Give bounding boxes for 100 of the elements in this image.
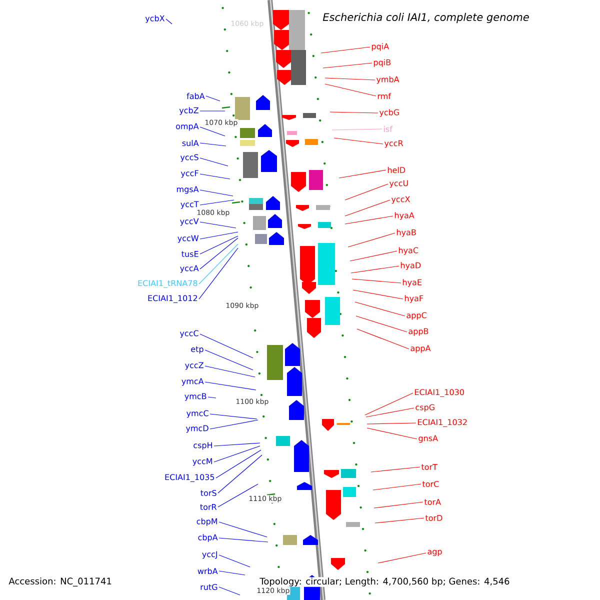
gene-label: hyaD [400,262,421,270]
leader-line [366,408,414,418]
leader-line [330,112,378,114]
gene-label: ompA [176,123,199,131]
gene-label: yccM [192,458,212,466]
leader-line [352,290,404,300]
leader-line [354,302,406,316]
gene-label: torC [422,480,439,488]
gene-label: cspG [416,404,434,412]
gene-label: yccA [180,265,199,273]
leader-line [200,232,238,240]
gene-label: ymcC [186,410,208,418]
leader-line [364,392,414,416]
leader-line [370,466,420,472]
gene-label: yccS [180,154,198,162]
gene-label: torR [200,504,217,510]
gene-label: mgsA [177,186,199,194]
gene-label: helD [388,166,406,174]
leader-line [218,586,240,596]
gene-label: yccZ [185,362,204,370]
gene-label: wrbA [198,568,218,574]
leader-line [218,538,268,542]
gene-label: rmf [378,92,392,100]
gene-label: hyaF [404,295,424,303]
gene-label: cbpM [196,518,218,526]
leader-line [218,570,246,576]
gene-label: ycbG [379,109,399,117]
gene-label: appA [410,345,431,353]
leader-line [208,396,216,398]
gene-label: gnsA [418,435,438,443]
gene-label: cspH [194,442,212,450]
gene-label: hyaB [396,229,416,237]
leader-line [374,502,424,508]
leader-line [204,382,256,390]
gene-label: yccW [178,235,199,243]
gene-label: isf [384,126,393,132]
leader-line [320,46,370,54]
leader-line [218,554,250,568]
title: Escherichia coli IAI1, complete genome [322,12,529,24]
gene-label: torS [200,490,216,496]
gene-label: torT [421,464,438,470]
gene-label: ECIAI1_1032 [418,419,467,427]
leader-line [218,484,258,508]
leader-line [200,236,238,254]
gene-label: yccU [389,180,408,188]
leader-line [338,170,386,178]
gene-label: ymbA [376,76,400,84]
gene-label: ymcB [184,393,206,401]
gene-label: hyaE [402,279,422,287]
leader-line [356,316,408,332]
leader-line [344,200,390,216]
leader-line [200,110,226,112]
leader-line [374,518,424,524]
gene-label: rutG [200,584,218,590]
leader-line [218,454,262,494]
gene-label: hyaA [394,212,414,220]
leader-line [198,244,238,284]
leader-line [378,552,426,564]
leader-line [356,328,410,350]
gene-label: ECIAI1_tRNA78 [138,280,198,288]
leader-line [200,334,254,358]
gene-label: yccV [180,218,199,226]
info-text: Accession: NC_011741 [8,577,112,587]
gene-label: tusE [182,251,198,257]
gene-label: yccT [180,201,199,209]
leader-line [200,200,234,206]
leader-line [350,250,398,262]
leader-line [344,184,388,200]
leader-line [206,96,220,102]
gene-label: torA [424,499,441,505]
leader-line [218,522,268,538]
gene-label: appB [408,328,428,336]
leader-line [372,484,422,490]
leader-line [200,158,228,166]
gene-label: ycbX [145,15,165,23]
leader-line [324,78,376,80]
leader-line [344,216,394,224]
gene-label: appC [406,312,426,320]
leader-line [350,266,400,274]
gene-label: ymcD [186,425,208,433]
gene-label: agp [428,550,442,556]
leader-line [324,84,376,96]
gene-label: yccC [180,330,198,338]
leader-line [332,128,382,130]
leader-line [200,238,238,270]
leader-line [200,142,226,146]
leader-line [166,18,172,24]
gene-label: yccX [391,196,410,204]
leader-line [214,446,260,462]
gene-label: ECIAI1_1012 [148,295,197,303]
leader-line [204,366,256,378]
gene-label: pqiA [372,43,389,51]
leader-line [352,278,402,284]
gene-label: yccJ [202,551,218,559]
leader-line [210,420,258,430]
gene-label: cbpA [198,534,218,542]
gene-label: torD [425,515,442,521]
leader-line [204,350,254,370]
gene-label: yccF [180,170,198,178]
gene-label: yccR [384,140,404,148]
